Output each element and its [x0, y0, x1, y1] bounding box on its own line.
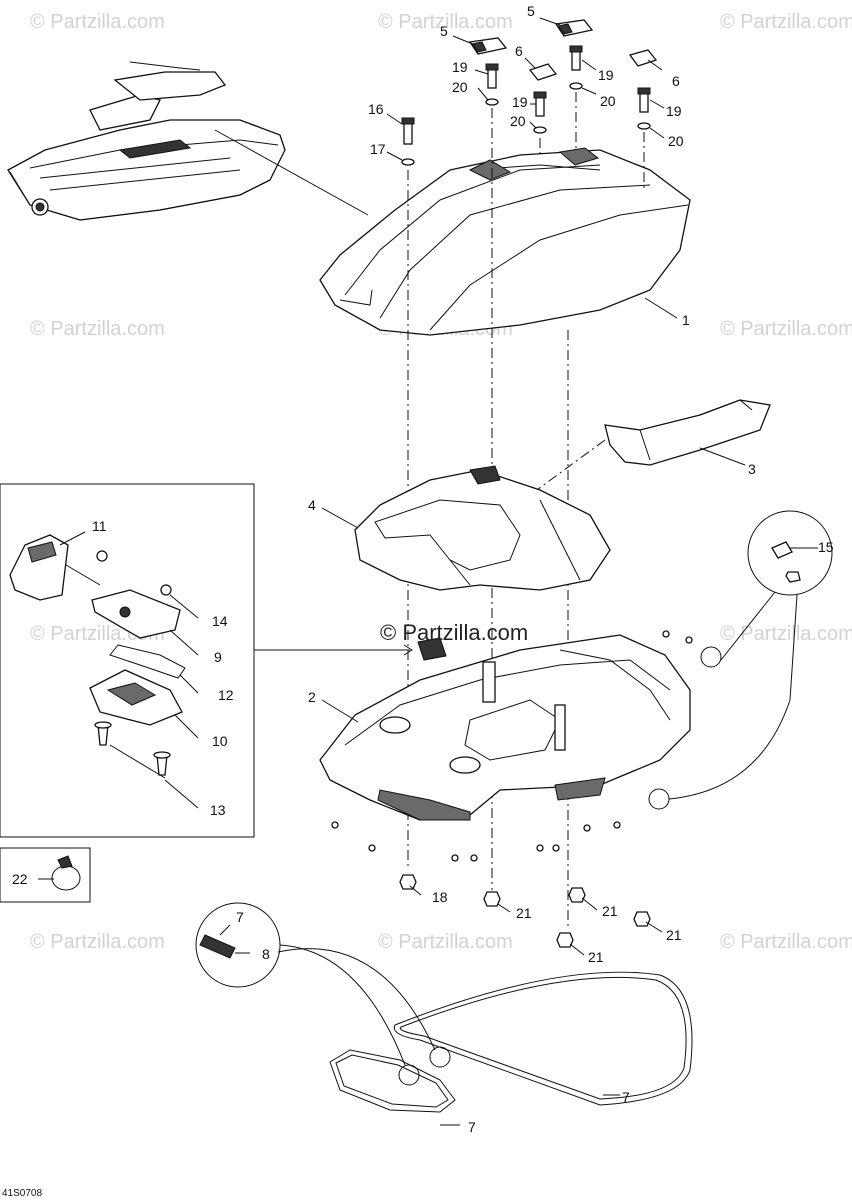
inset-parts [9, 534, 186, 776]
callout-22: 22 [12, 871, 28, 887]
callout-7: 7 [236, 909, 244, 925]
callout-15: 15 [818, 539, 834, 555]
leader-line [214, 129, 369, 216]
callout-21: 21 [666, 927, 682, 943]
callout-labels: 5 5 6 6 19 20 19 20 19 20 19 20 16 17 1 … [12, 3, 834, 1135]
callout-3: 3 [748, 461, 756, 477]
callout-11: 11 [92, 518, 107, 534]
callout-5: 5 [527, 3, 535, 19]
part-4-storage-bin [354, 465, 611, 591]
callout-19: 19 [598, 67, 614, 83]
callout-10: 10 [212, 733, 228, 749]
watermark: © Partzilla.com [30, 11, 165, 33]
callout-20: 20 [452, 79, 468, 95]
callout-19: 19 [512, 94, 528, 110]
inset-box-22 [0, 847, 91, 903]
part-3-duct [604, 399, 771, 466]
callout-19: 19 [452, 59, 468, 75]
callout-20: 20 [510, 113, 526, 129]
watermark-center: © Partzilla.com [380, 620, 528, 645]
callout-16: 16 [368, 101, 384, 117]
callout-12: 12 [218, 687, 234, 703]
callout-2: 2 [308, 689, 316, 705]
callout-18: 18 [432, 889, 448, 905]
callout-20: 20 [668, 133, 684, 149]
callout-6: 6 [515, 43, 523, 59]
watermark: © Partzilla.com [30, 931, 165, 953]
callout-13: 13 [210, 802, 226, 818]
detail-15-circle [747, 510, 833, 596]
clamp-22 [51, 855, 81, 891]
callout-4: 4 [308, 497, 316, 513]
callout-6: 6 [672, 73, 680, 89]
leader-lines [38, 17, 818, 1126]
leader-line [279, 944, 406, 1066]
callout-7: 7 [622, 1089, 630, 1105]
location-marker [648, 788, 670, 810]
watercraft-illustration [7, 61, 286, 221]
callout-5: 5 [440, 23, 448, 39]
arrow-head [403, 644, 413, 656]
callout-20: 20 [600, 93, 616, 109]
watermark-group: © Partzilla.com © Partzilla.com © Partzi… [30, 11, 852, 953]
drawing-code: 41S0708 [2, 1188, 42, 1199]
callout-8: 8 [262, 946, 270, 962]
watermark: © Partzilla.com [720, 623, 852, 645]
watermark: © Partzilla.com [378, 11, 513, 33]
screw-16-17 [401, 117, 415, 166]
inset-box [0, 483, 255, 838]
callout-21: 21 [602, 903, 618, 919]
callout-7: 7 [468, 1119, 476, 1135]
callout-21: 21 [588, 949, 604, 965]
top-cover-part [319, 147, 691, 336]
screw-19-20-group [485, 45, 651, 134]
watermark: © Partzilla.com [378, 931, 513, 953]
callout-17: 17 [370, 141, 386, 157]
callout-19: 19 [666, 103, 682, 119]
latch-part [417, 637, 447, 661]
nuts-group [331, 630, 693, 948]
callout-14: 14 [212, 613, 228, 629]
callout-1: 1 [682, 312, 690, 328]
callout-21: 21 [516, 905, 532, 921]
leader-line [277, 948, 436, 1051]
watermark: © Partzilla.com [720, 318, 852, 340]
location-marker [700, 646, 722, 668]
watermark: © Partzilla.com [720, 11, 852, 33]
clip-5-6-group [468, 19, 658, 81]
watermark: © Partzilla.com [30, 318, 165, 340]
watermark: © Partzilla.com [720, 931, 852, 953]
seal-rings [329, 971, 693, 1113]
callout-9: 9 [214, 649, 222, 665]
seal-section [199, 934, 236, 959]
part-2-lower-tray [319, 634, 691, 821]
